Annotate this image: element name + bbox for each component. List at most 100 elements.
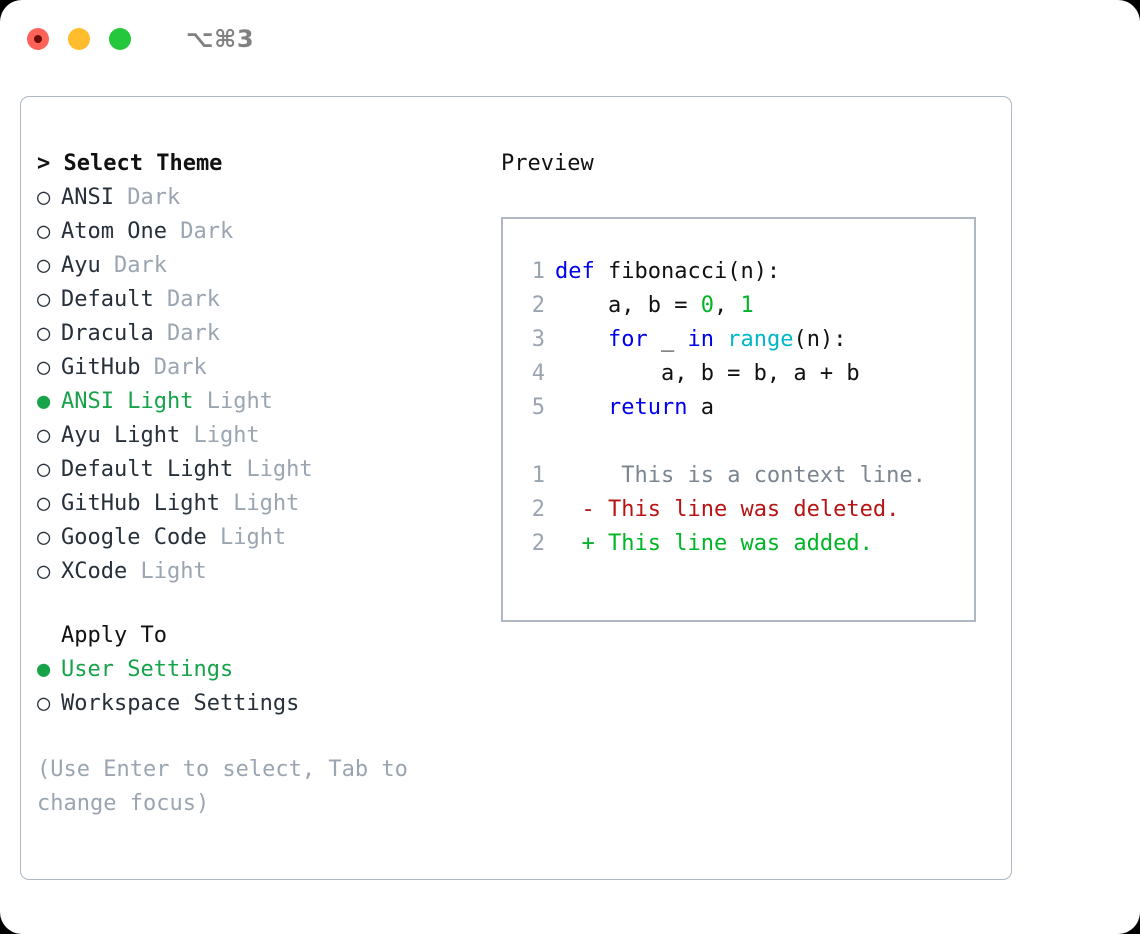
radio-selected-icon: ● (37, 389, 51, 414)
theme-option-2[interactable]: ○ Ayu Dark (37, 249, 497, 283)
diff-text: This is a context line. (594, 463, 926, 488)
apply-to-option-label: Workspace Settings (61, 691, 300, 716)
diff-marker (555, 463, 595, 488)
theme-option-label: Google Code (61, 525, 220, 550)
diff-text: This line was deleted. (594, 497, 900, 522)
line-number: 2 (531, 293, 545, 318)
code-token: _ (647, 327, 688, 352)
preview-title: Preview (501, 151, 594, 176)
theme-option-label: Default Light (61, 457, 247, 482)
theme-option-variant: Light (193, 423, 260, 448)
diff-text: This line was added. (594, 531, 873, 556)
code-line-3: 3 for _ in range(n): (503, 323, 974, 357)
radio-unselected-icon: ○ (37, 219, 51, 244)
theme-option-variant: Light (206, 389, 273, 414)
apply-to-option-0[interactable]: ● User Settings (37, 653, 497, 687)
line-number: 2 (531, 497, 545, 522)
diff-marker: - (555, 497, 595, 522)
keyboard-hint-text: (Use Enter to select, Tab to change focu… (37, 757, 408, 816)
window-titlebar: ⌥⌘3 (0, 0, 1140, 78)
theme-option-3[interactable]: ○ Default Dark (37, 283, 497, 317)
code-token (555, 327, 608, 352)
theme-list: ○ANSI Dark○Atom One Dark○Ayu Dark○Defaul… (37, 181, 497, 589)
theme-option-label: ANSI Light (61, 389, 207, 414)
theme-option-1[interactable]: ○Atom One Dark (37, 215, 497, 249)
theme-picker-panel: > Select Theme ○ANSI Dark○Atom One Dark○… (20, 96, 1012, 880)
code-token: a (687, 395, 714, 420)
window-controls (27, 28, 131, 50)
theme-option-9[interactable]: ○GitHub Light Light (37, 487, 497, 521)
theme-option-variant: Dark (127, 185, 181, 210)
code-diff-spacer (503, 425, 974, 459)
diff-line-1: 2 - This line was deleted. (503, 493, 974, 527)
line-number: 3 (531, 327, 545, 352)
theme-option-label: Ayu Light (61, 423, 194, 448)
line-number: 5 (531, 395, 545, 420)
radio-unselected-icon: ○ (37, 457, 51, 482)
theme-option-label: GitHub (61, 355, 154, 380)
theme-option-10[interactable]: ○Google Code Light (37, 521, 497, 555)
code-token: fibonacci(n): (594, 259, 781, 284)
apply-to-group: Apply To ● User Settings ○Workspace Settin… (37, 619, 497, 721)
diff-marker: + (555, 531, 595, 556)
code-token (555, 395, 608, 420)
keyboard-shortcut-label: ⌥⌘3 (186, 25, 255, 53)
diff-sample: 1 This is a context line.2 - This line w… (503, 459, 974, 561)
code-token: a, b = b, a + b (555, 361, 860, 386)
theme-option-label: Ayu (61, 253, 114, 278)
theme-option-6[interactable]: ● ANSI Light Light (37, 385, 497, 419)
theme-option-0[interactable]: ○ANSI Dark (37, 181, 497, 215)
diff-line-0: 1 This is a context line. (503, 459, 974, 493)
code-token: 0 (700, 293, 714, 318)
theme-option-8[interactable]: ○ Default Light Light (37, 453, 497, 487)
line-number: 1 (531, 463, 545, 488)
radio-unselected-icon: ○ (37, 253, 51, 278)
code-token: return (607, 395, 688, 420)
theme-option-4[interactable]: ○Dracula Dark (37, 317, 497, 351)
theme-option-variant: Dark (180, 219, 234, 244)
theme-option-7[interactable]: ○ Ayu Light Light (37, 419, 497, 453)
radio-selected-icon: ● (37, 657, 51, 682)
apply-to-list: ● User Settings ○Workspace Settings (37, 653, 497, 721)
code-line-2: 2 a, b = 0, 1 (503, 289, 974, 323)
apply-to-header: Apply To (61, 623, 167, 648)
radio-unselected-icon: ○ (37, 559, 51, 584)
code-token: range (727, 327, 794, 352)
close-button[interactable] (27, 28, 49, 50)
theme-option-variant: Light (246, 457, 313, 482)
theme-option-variant: Light (140, 559, 207, 584)
line-number: 2 (531, 531, 545, 556)
theme-list-column: > Select Theme ○ANSI Dark○Atom One Dark○… (37, 147, 497, 821)
radio-unselected-icon: ○ (37, 423, 51, 448)
theme-option-variant: Dark (113, 253, 167, 278)
code-line-5: 5 return a (503, 391, 974, 425)
code-token: (n): (793, 327, 847, 352)
theme-option-label: Default (61, 287, 167, 312)
theme-option-variant: Light (219, 525, 287, 550)
code-token (714, 327, 727, 352)
select-theme-header: > Select Theme (37, 151, 223, 176)
diff-line-2: 2 + This line was added. (503, 527, 974, 561)
code-token: in (687, 327, 714, 352)
radio-unselected-icon: ○ (37, 355, 51, 380)
line-number: 4 (531, 361, 545, 386)
apply-to-option-label: User Settings (61, 657, 234, 682)
theme-option-11[interactable]: ○XCode Light (37, 555, 497, 589)
code-line-4: 4 a, b = b, a + b (503, 357, 974, 391)
theme-option-variant: Dark (153, 355, 207, 380)
radio-unselected-icon: ○ (37, 185, 51, 210)
code-token: a, b = (555, 293, 701, 318)
theme-option-5[interactable]: ○ GitHub Dark (37, 351, 497, 385)
code-token: , (713, 293, 741, 318)
minimize-button[interactable] (68, 28, 90, 50)
radio-unselected-icon: ○ (37, 287, 51, 312)
theme-option-variant: Dark (166, 287, 220, 312)
zoom-button[interactable] (109, 28, 131, 50)
code-token: for (607, 327, 648, 352)
line-number: 1 (531, 259, 545, 284)
apply-to-option-1[interactable]: ○Workspace Settings (37, 687, 497, 721)
